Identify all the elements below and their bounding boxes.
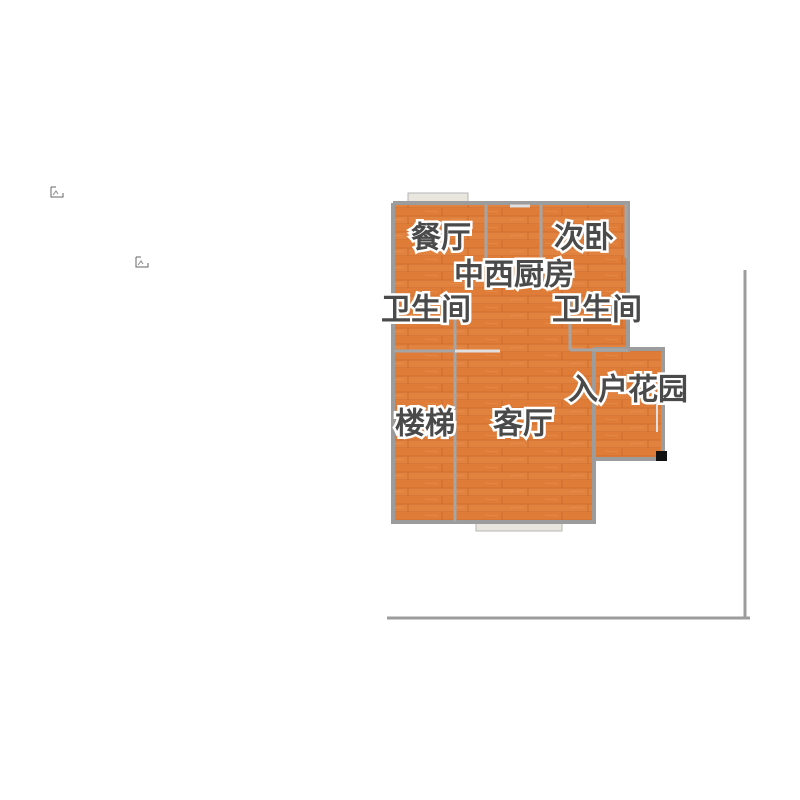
floor-entry-garden xyxy=(594,350,662,458)
room-label-bathroom-right: 卫生间 xyxy=(552,293,642,328)
broken-image-icon xyxy=(135,253,149,268)
broken-image-icon xyxy=(50,183,64,198)
garden-wall xyxy=(594,347,665,461)
entry-marker xyxy=(656,451,667,461)
room-label-stairs: 楼梯 xyxy=(395,407,455,442)
room-label-dining: 餐厅 xyxy=(411,221,471,256)
floor-main-upper xyxy=(394,204,627,350)
window-top xyxy=(407,192,469,203)
room-label-kitchen: 中西厨房 xyxy=(454,258,574,293)
room-label-bathroom-left: 卫生间 xyxy=(381,293,471,328)
room-label-living-room: 客厅 xyxy=(493,407,553,442)
floor-main-lower xyxy=(394,350,594,521)
room-label-entry-garden: 入户花园 xyxy=(568,373,688,408)
room-label-second-bedroom: 次卧 xyxy=(554,221,614,256)
